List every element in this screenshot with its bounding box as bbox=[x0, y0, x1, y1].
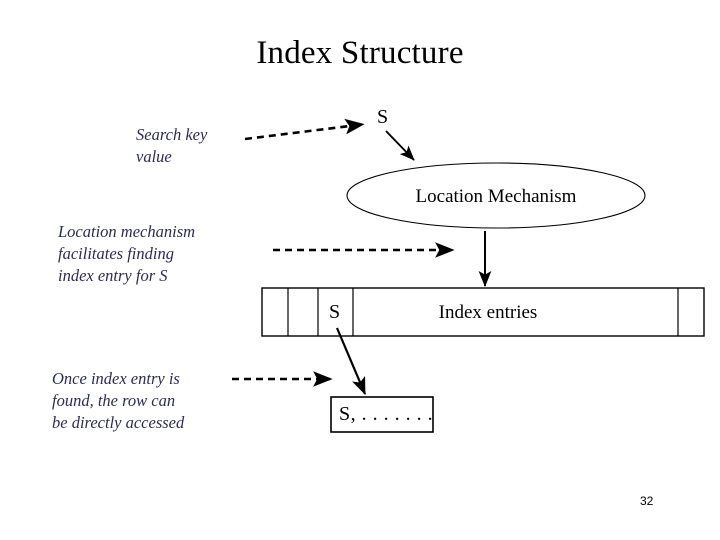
page-number: 32 bbox=[640, 494, 654, 508]
row-box bbox=[330, 396, 434, 433]
row-box-label: S, . . . . . . . bbox=[339, 403, 434, 425]
location-mechanism-label: Location Mechanism bbox=[415, 186, 577, 207]
search-key-to-s-arrow bbox=[244, 118, 365, 141]
s-to-location-mechanism-arrow bbox=[385, 130, 415, 161]
location-mechanism-ellipse bbox=[346, 162, 646, 229]
index-entry-s-label: S bbox=[329, 301, 341, 323]
search-key-value-label: Search key value bbox=[136, 125, 208, 166]
index-entries-label: Index entries bbox=[438, 302, 538, 323]
location-mechanism-note: Location mechanism facilitates finding i… bbox=[58, 222, 196, 285]
bar-s-to-row-box-arrow bbox=[335, 327, 367, 396]
page-title: Index Structure bbox=[256, 35, 464, 71]
search-key-symbol-label: S bbox=[377, 106, 389, 128]
row-access-note: Once index entry is found, the row can b… bbox=[52, 369, 185, 432]
index-entries-bar bbox=[261, 287, 705, 337]
